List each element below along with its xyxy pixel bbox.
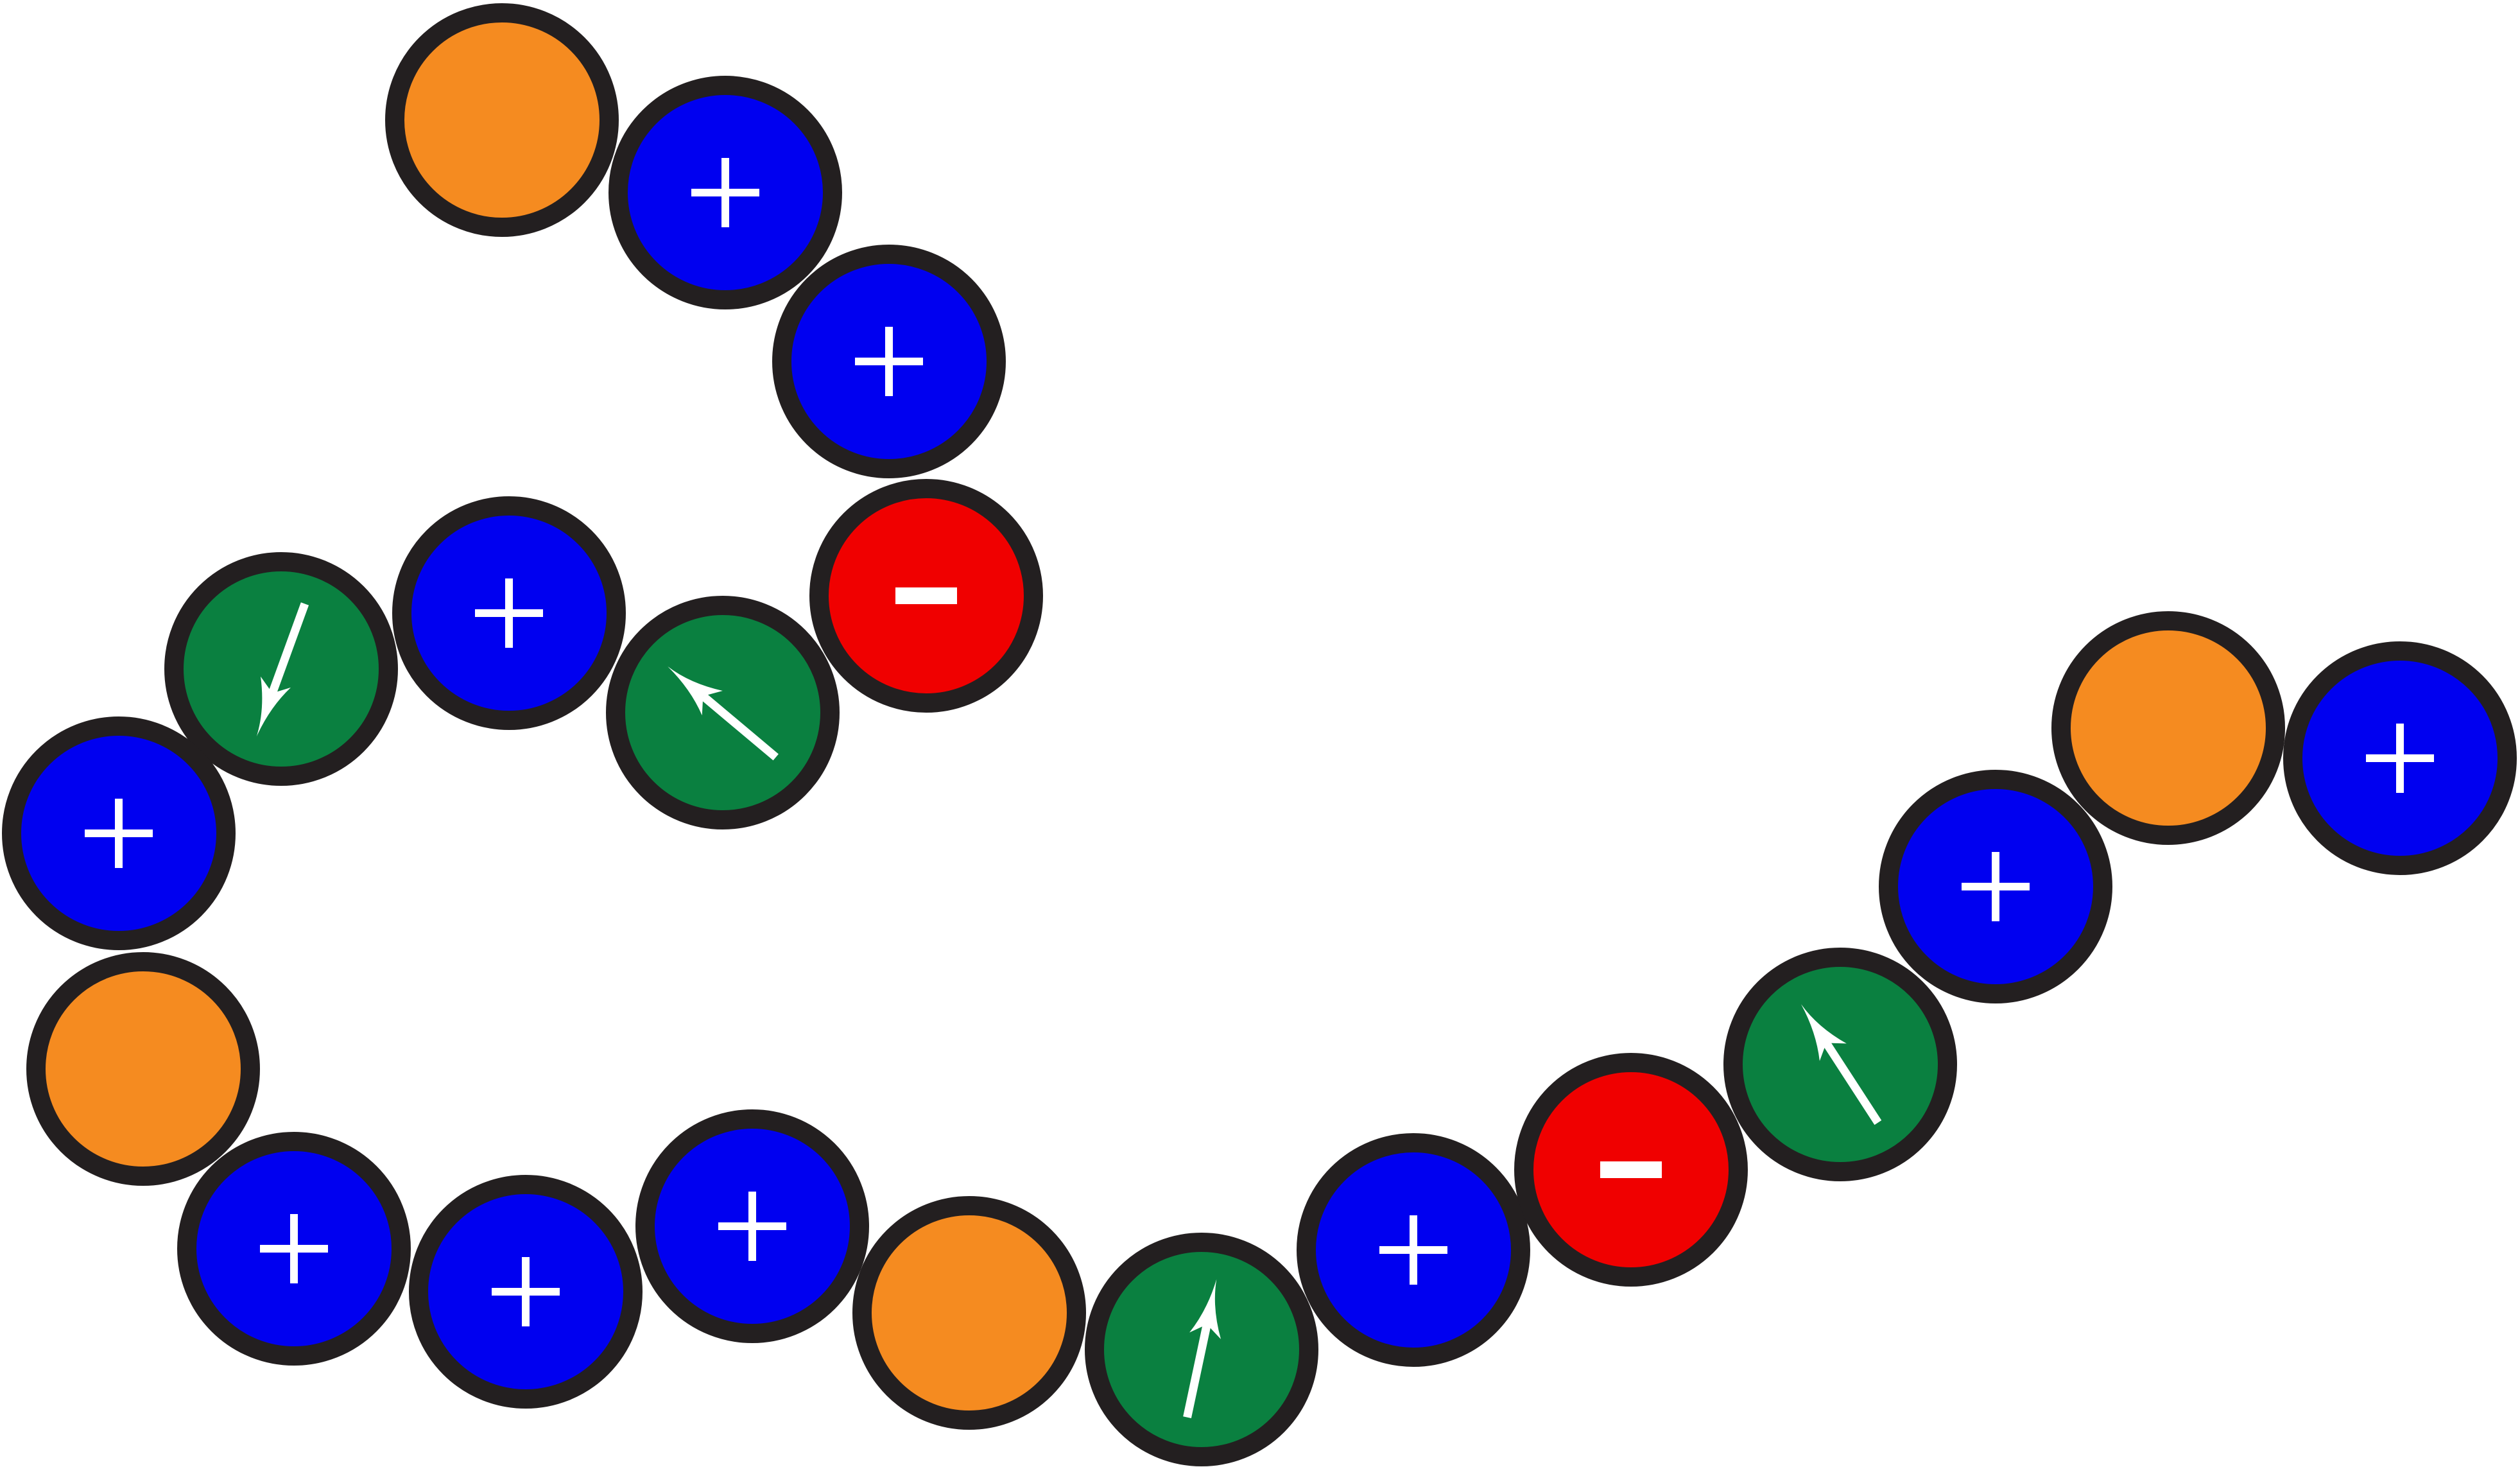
bead-polar [1723, 948, 1957, 1181]
bead-positive [1297, 1133, 1530, 1367]
bead-negative [1514, 1053, 1748, 1287]
plus-sign-icon [691, 158, 759, 227]
plus-sign-icon [492, 1257, 560, 1326]
bead-positive [608, 76, 842, 309]
bead-neutral [26, 952, 260, 1186]
arrow-icon [256, 602, 309, 737]
bead-positive [772, 245, 1006, 478]
plus-sign-icon [85, 799, 153, 868]
bead-positive [392, 496, 626, 730]
bead-polar [606, 596, 840, 829]
bead-circle [852, 1196, 1086, 1430]
bead-positive [1879, 770, 2112, 1003]
plus-sign-icon [718, 1192, 786, 1261]
minus-sign-icon [1600, 1161, 1662, 1178]
plus-sign-icon [475, 578, 543, 648]
plus-sign-icon [1962, 852, 2030, 921]
bead-negative [809, 479, 1043, 713]
bead-chain [2, 3, 2517, 1466]
bead-neutral [852, 1196, 1086, 1430]
arrow-icon [1801, 1004, 1882, 1125]
plus-sign-icon [1379, 1215, 1447, 1285]
plus-sign-icon [855, 327, 923, 396]
bead-polar [164, 552, 398, 786]
bead-positive [177, 1132, 411, 1366]
plus-sign-icon [2366, 724, 2434, 793]
arrow-icon [1183, 1279, 1221, 1418]
bead-positive [2283, 641, 2517, 875]
bead-neutral [2051, 611, 2285, 845]
bead-circle [2051, 611, 2285, 845]
bead-circle [26, 952, 260, 1186]
bead-polar [1085, 1233, 1318, 1466]
bead-positive [409, 1175, 643, 1409]
bead-positive [2, 716, 236, 950]
arrow-icon [668, 666, 779, 761]
minus-sign-icon [895, 587, 957, 604]
bead-circle [385, 3, 619, 237]
plus-sign-icon [260, 1214, 328, 1283]
bead-positive [635, 1109, 869, 1343]
bead-neutral [385, 3, 619, 237]
